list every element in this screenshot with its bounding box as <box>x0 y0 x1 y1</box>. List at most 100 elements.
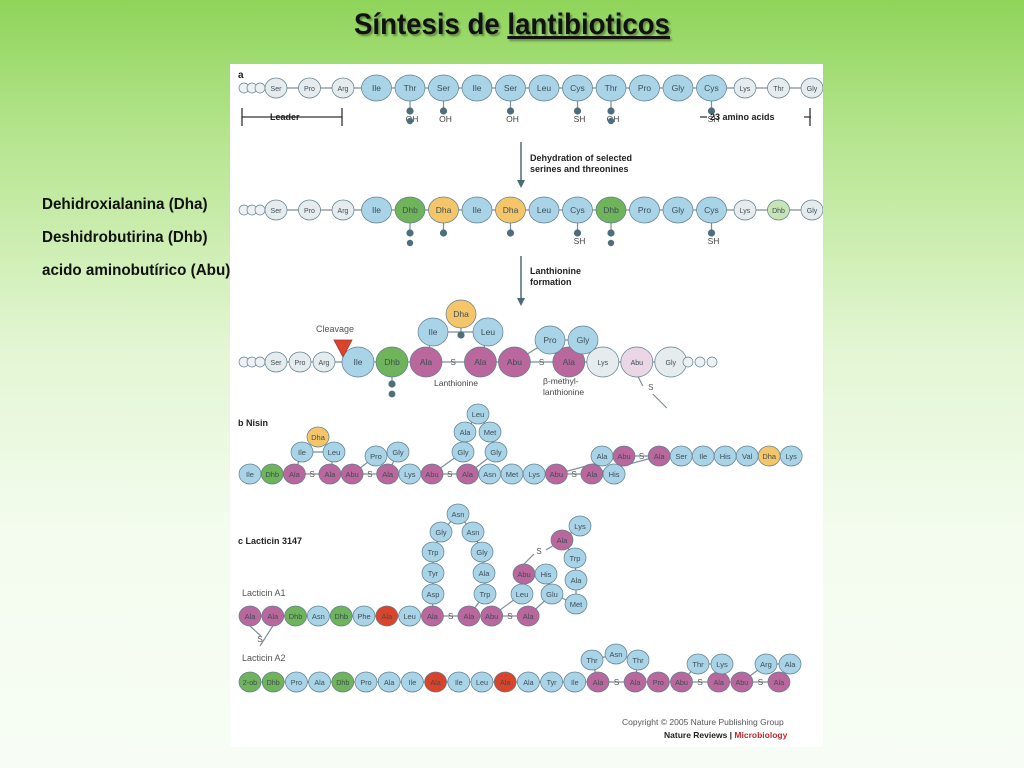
residue-ser <box>264 199 288 221</box>
residue-arg <box>331 199 355 221</box>
residue-label-ile: Ile <box>473 205 482 215</box>
side-chain-bond <box>523 553 535 565</box>
residue-abu <box>498 346 531 378</box>
title-prefix: Síntesis de <box>354 8 508 41</box>
leader-bracket <box>241 108 343 126</box>
sulfur-bridge-label: S <box>309 470 314 479</box>
methyl-lanthionine-label-1: β-methyl- <box>543 376 579 386</box>
residue-label-tyr: Tyr <box>428 569 439 578</box>
residue-label-arg: Arg <box>338 208 349 215</box>
residue-label-abu: Abu <box>550 470 563 479</box>
residue-label-ala: Ala <box>462 470 474 479</box>
residue-dhb <box>375 346 409 378</box>
residue-ala <box>261 605 285 627</box>
residue-label-dhb: Dhb <box>265 470 279 479</box>
side-chain-atom <box>607 239 615 247</box>
sulfur-bridge-label: S <box>507 612 512 621</box>
residue-lys <box>710 653 734 675</box>
residue-leu <box>472 317 504 347</box>
residue-label-pro: Pro <box>291 678 302 687</box>
residue-trp <box>421 541 445 563</box>
residue-label-lys: Lys <box>785 452 797 461</box>
residue-thr <box>580 649 604 671</box>
residue-label-abu: Abu <box>517 570 530 579</box>
journal-name: Nature Reviews <box>664 730 728 740</box>
residue-label-abu: Abu <box>345 470 358 479</box>
panel-c-label: c Lacticin 3147 <box>238 536 302 546</box>
residue-label-ala: Ala <box>586 470 598 479</box>
residue-ile <box>447 671 471 693</box>
residue-label-ile: Ile <box>455 678 463 687</box>
residue-label-ala: Ala <box>774 678 784 687</box>
residue-arg <box>331 77 355 99</box>
residue-label-abu: Abu <box>631 360 644 367</box>
residue-label-abu: Abu <box>485 612 498 621</box>
residue-trp <box>563 547 587 569</box>
residue-label-asn: Asn <box>483 470 496 479</box>
residue-label-ala: Ala <box>563 357 576 367</box>
sulfur-bridge-label: S <box>758 678 763 687</box>
residue-dhb <box>595 196 627 224</box>
residue-dhb <box>331 671 355 693</box>
side-chain-atom <box>406 117 414 125</box>
side-chain-bond <box>652 393 668 409</box>
residue-label-ala: Ala <box>571 576 583 585</box>
residue-label-ala: Ala <box>593 678 603 687</box>
residue-label-trp: Trp <box>570 554 581 563</box>
residue-label-ser: Ser <box>675 452 687 461</box>
residue-label-2-ob: 2-ob <box>243 678 257 687</box>
residue-ser <box>264 351 288 373</box>
residue-label-ser: Ser <box>437 83 450 93</box>
residue-label-ala: Ala <box>479 569 491 578</box>
residue-ala <box>424 671 447 693</box>
residue-label-ala: Ala <box>427 612 439 621</box>
residue-bead <box>254 204 266 216</box>
side-chain-bond <box>259 625 274 647</box>
residue-label-glu: Glu <box>546 590 558 599</box>
residue-label-leu: Leu <box>516 590 529 599</box>
residue-ile <box>461 196 493 224</box>
side-chain-label: OH <box>506 114 519 124</box>
residue-label-dhb: Dhb <box>772 208 785 215</box>
side-label-abu: acido aminobutírico (Abu) <box>42 262 231 279</box>
residue-bead <box>694 356 706 368</box>
side-chain-atom <box>506 107 515 115</box>
residue-thr <box>686 653 710 675</box>
residue-label-arg: Arg <box>319 360 330 367</box>
residue-lys <box>568 515 592 537</box>
residue-label-thr: Thr <box>404 83 417 93</box>
residue-label-dhb: Dhb <box>603 205 619 215</box>
journal-credit: Nature Reviews | Microbiology <box>664 730 788 740</box>
panel-b-label: b Nisin <box>238 418 268 428</box>
residue-lys <box>733 77 757 99</box>
residue-pro <box>646 671 670 693</box>
residue-label-ile: Ile <box>372 205 381 215</box>
residue-cys <box>696 74 727 102</box>
panel-a-letter: a <box>238 70 244 81</box>
side-chain-atom <box>707 229 716 237</box>
residue-label-dhb: Dhb <box>289 612 303 621</box>
residue-label-dha: Dha <box>311 433 326 442</box>
residue-asn <box>446 503 470 525</box>
residue-label-ser: Ser <box>271 360 283 367</box>
residue-met <box>478 421 502 443</box>
side-chain-atom <box>573 107 582 115</box>
residue-thr <box>767 77 790 99</box>
residue-label-ser: Ser <box>504 83 517 93</box>
residue-asn <box>307 605 330 627</box>
residue-label-cys: Cys <box>570 205 585 215</box>
residue-pro <box>288 351 312 373</box>
residue-gly <box>567 325 599 355</box>
residue-dha <box>495 196 526 224</box>
residue-ser <box>264 77 288 99</box>
side-label-dhb: Deshidrobutirina (Dhb) <box>42 229 208 246</box>
residue-label-ala: Ala <box>463 612 475 621</box>
residue-label-ile: Ile <box>246 470 254 479</box>
residue-2-ob <box>238 671 262 693</box>
residue-label-asn: Asn <box>467 528 480 537</box>
residue-label-phe: Phe <box>357 612 370 621</box>
residue-abu <box>340 463 364 485</box>
residue-ile <box>361 196 392 224</box>
residue-label-gly: Gly <box>476 548 488 557</box>
